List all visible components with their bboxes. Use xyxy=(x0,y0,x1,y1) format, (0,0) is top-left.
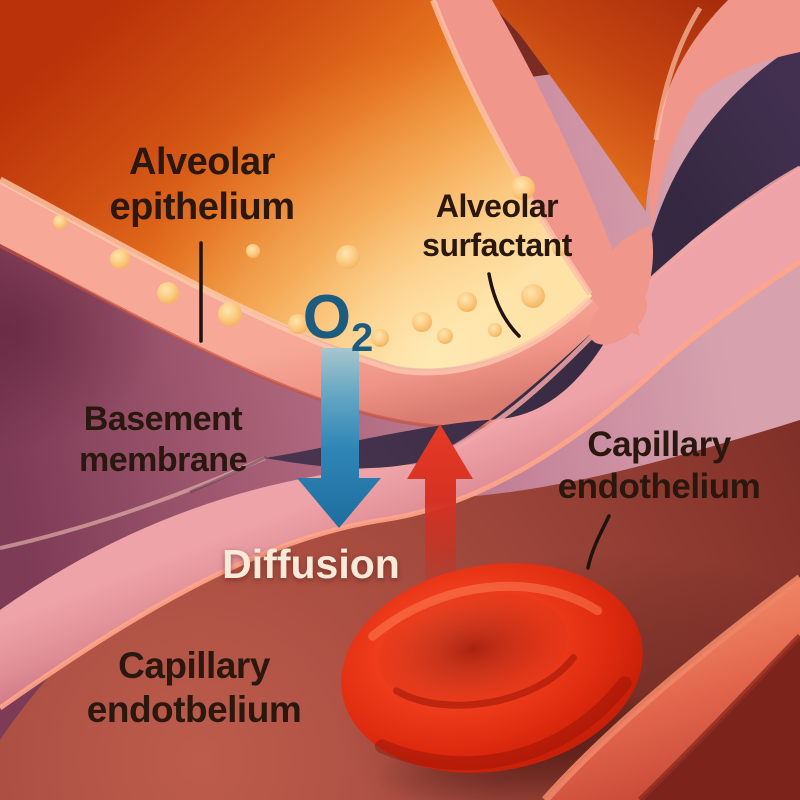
capillary-endothelium-label-line2: endothelium xyxy=(557,467,761,506)
surfactant-droplet xyxy=(488,323,502,337)
capillary-endothelium-lower-label-line1: Capillary xyxy=(118,645,270,686)
surfactant-droplet xyxy=(53,215,67,229)
vessel-wall-inner-lip xyxy=(542,574,800,800)
red-blood-cell-dimple xyxy=(377,591,568,707)
surfactant-droplet xyxy=(412,312,432,332)
o2-subscript: 2 xyxy=(350,316,374,360)
vessel-wall-corner xyxy=(545,578,800,800)
alveolar-surfactant-label-line1: Alveolar xyxy=(435,188,559,224)
capillary-endothelium-lower-label-line2: endotbelium xyxy=(86,689,302,730)
surfactant-droplets xyxy=(53,176,568,347)
alveolar-septum-right xyxy=(649,0,800,228)
capillary-wall xyxy=(0,168,800,708)
surfactant-droplet xyxy=(552,240,568,256)
surfactant-droplet xyxy=(110,249,130,269)
o2-symbol: O xyxy=(302,283,351,352)
surfactant-droplet xyxy=(288,314,308,334)
surfactant-droplet xyxy=(336,245,360,269)
capillary-endothelium-lower-label: Capillary endotbelium xyxy=(86,644,302,732)
basement-membrane-label-line2: membrane xyxy=(79,441,247,479)
alveolar-septum-left xyxy=(433,0,640,336)
capillary-wall-bright-ridge xyxy=(0,259,800,711)
surfactant-droplet xyxy=(218,302,242,326)
septum-highlight-right xyxy=(653,6,703,141)
alveolus-glow xyxy=(0,0,592,369)
basement-membrane-label-line1: Basement xyxy=(83,400,243,438)
leader-line-surfactant xyxy=(487,272,521,338)
diffusion-label: Diffusion xyxy=(222,541,400,587)
alveolar-surfactant-label-line2: surfactant xyxy=(422,227,572,263)
basement-membrane-label: Basement membrane xyxy=(79,399,247,481)
surfactant-droplet xyxy=(511,176,535,200)
basement-membrane-dark-band xyxy=(265,42,800,469)
vessel-wall-outer-edge xyxy=(637,633,800,800)
septum-highlight-left xyxy=(430,0,593,296)
surfactant-droplet xyxy=(437,328,453,344)
septum-junction xyxy=(588,291,648,345)
red-up-arrow-icon xyxy=(407,424,473,597)
corner-background xyxy=(640,636,800,800)
alveolar-surfactant-label: Alveolar surfactant xyxy=(422,187,572,265)
alveolar-epithelium-label-line1: Alveolar xyxy=(129,141,275,183)
red-blood-cell-crease xyxy=(393,654,577,709)
surfactant-droplet xyxy=(157,282,179,304)
o2-label: O2 xyxy=(303,282,373,361)
surfactant-droplet xyxy=(521,284,545,308)
red-blood-cell-sheen xyxy=(368,581,603,641)
surfactant-droplet xyxy=(246,244,260,258)
surfactant-droplet xyxy=(457,292,477,312)
leader-line-capillary-endothelium xyxy=(586,514,611,570)
red-blood-cell-lower-shade xyxy=(374,676,632,771)
alveolar-epithelium-label-line2: epithelium xyxy=(109,186,295,228)
membrane-taper-line xyxy=(189,455,267,494)
capillary-endothelium-label-line1: Capillary xyxy=(587,425,731,464)
o2-diffusion-down-arrow-icon xyxy=(297,348,381,528)
alveolar-epithelium-label: Alveolar epithelium xyxy=(109,140,295,230)
surfactant-droplet xyxy=(371,329,389,347)
neighbor-alveolus xyxy=(487,0,728,212)
capillary-endothelium-label: Capillary endothelium xyxy=(558,424,761,508)
